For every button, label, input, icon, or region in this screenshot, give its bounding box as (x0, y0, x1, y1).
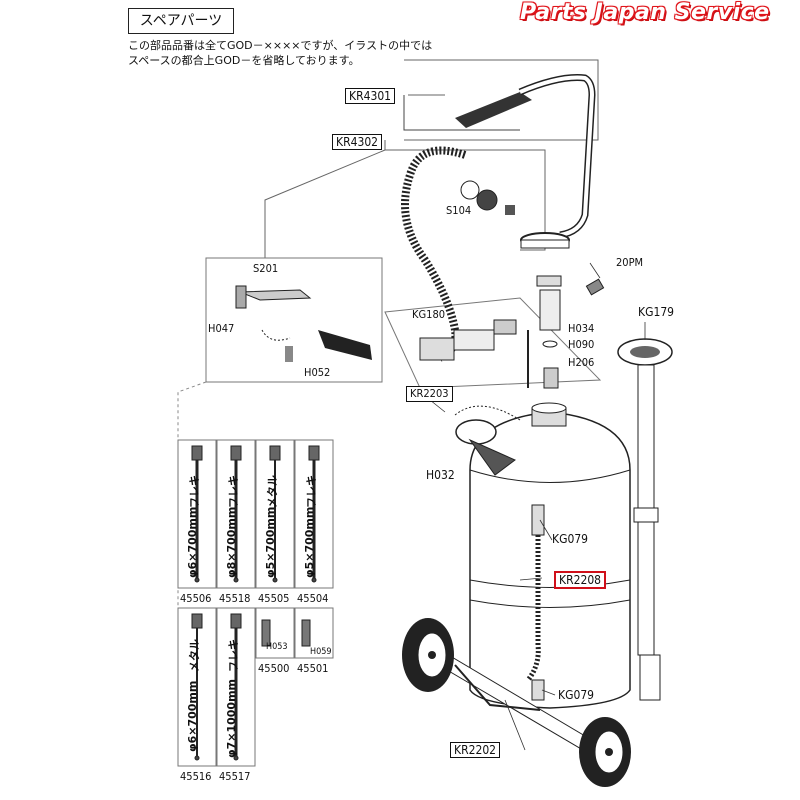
fitting-20pm (585, 278, 605, 296)
hose-45516-drawing (191, 613, 203, 761)
spray-gun-s201 (235, 285, 372, 362)
hose-45504-drawing (308, 445, 320, 583)
hose-45517-type: フレキ (227, 639, 240, 672)
gauge-s104 (460, 180, 515, 215)
nozzle-code-45501: 45501 (297, 662, 329, 675)
hose-code-45504: 45504 (297, 592, 329, 605)
label-kr2208: KR2208 (554, 571, 607, 589)
hose-45518-type: フレキ (227, 475, 240, 508)
dashed-connector (177, 381, 207, 690)
label-h047: H047 (208, 322, 235, 335)
kr4301-bracket (403, 95, 520, 131)
label-h206: H206 (568, 356, 595, 369)
label-kr4302: KR4302 (332, 134, 383, 150)
hose-45505-size: φ5×700mm (264, 506, 277, 578)
coil-hose-kr4302 (401, 146, 467, 362)
note-line-2: スペースの都合上GOD－を省略しております。 (128, 54, 360, 67)
hose-45516-type: メタル (188, 639, 201, 672)
hose-box-45504 (294, 439, 334, 589)
label-kr2202: KR2202 (450, 742, 501, 758)
hose-45506-type: フレキ (188, 475, 201, 508)
leader-lines (408, 94, 646, 751)
page-title: スペアパーツ (128, 8, 234, 34)
label-h032: H032 (426, 468, 455, 482)
hose-45517-size: φ7×1000mm (225, 678, 238, 758)
parts-japan-service-watermark: Parts Japan Service (520, 0, 770, 25)
label-kg180: KG180 (412, 308, 446, 321)
hose-45506-size: φ6×700mm (186, 506, 199, 578)
label-h090: H090 (568, 338, 595, 351)
kr4301-bracket-box (404, 59, 599, 141)
tank-fill-cap (531, 402, 567, 427)
hose-45506-drawing (191, 445, 203, 583)
label-s104: S104 (446, 204, 472, 217)
hose-45517-drawing (230, 613, 242, 761)
label-kr4301: KR4301 (345, 88, 396, 104)
cap-h032 (454, 405, 521, 476)
nozzle-box-45500 (255, 607, 295, 659)
label-kg179: KG179 (638, 305, 675, 319)
hose-box-45516 (177, 607, 217, 767)
nozzle-code-45500: 45500 (258, 662, 290, 675)
part-number-note: この部品品番は全てGOD－××××ですが、イラストの中では スペースの都合上GO… (128, 38, 432, 68)
label-20pm: 20PM (616, 256, 644, 269)
hose-box-45505 (255, 439, 295, 589)
label-h052: H052 (304, 366, 331, 379)
hose-code-45506: 45506 (180, 592, 212, 605)
nozzle-box-45501 (294, 607, 334, 659)
hose-code-45517: 45517 (219, 770, 251, 783)
tower-pipe-kg179 (617, 338, 673, 701)
kr4302-bracket (384, 140, 546, 251)
label-h059: H059 (310, 647, 332, 657)
hose-code-45505: 45505 (258, 592, 290, 605)
hose-45518-drawing (230, 445, 242, 583)
wheel-right (579, 717, 631, 787)
clamp (520, 232, 570, 249)
hose-45518-size: φ8×700mm (225, 506, 238, 578)
hose-box-45518 (216, 439, 256, 589)
sight-tube-kr2208 (526, 504, 545, 701)
kg180-box (384, 297, 602, 389)
connector-kg180 (419, 319, 517, 361)
hose-45505-type: メタル (266, 475, 279, 508)
label-s201: S201 (253, 262, 279, 275)
valve-stack (527, 275, 562, 389)
label-h053: H053 (266, 642, 288, 652)
nozzle-45500-drawing (261, 619, 271, 647)
label-kg079-bottom: KG079 (558, 688, 595, 702)
hose-45505-drawing (269, 445, 281, 583)
hose-code-45516: 45516 (180, 770, 212, 783)
label-h034: H034 (568, 322, 595, 335)
hose-45504-size: φ5×700mm (303, 506, 316, 578)
hose-code-45518: 45518 (219, 592, 251, 605)
hose-box-45517 (216, 607, 256, 767)
nozzle-45501-drawing (301, 619, 311, 647)
wheel-left (402, 618, 454, 692)
hose-box-45506 (177, 439, 217, 589)
s201-box (205, 257, 383, 383)
label-kr2203: KR2203 (406, 386, 453, 402)
label-kg079-top: KG079 (552, 532, 589, 546)
note-line-1: この部品品番は全てGOD－××××ですが、イラストの中では (128, 39, 433, 52)
handle-kr4301 (455, 74, 596, 239)
hose-45504-type: フレキ (305, 475, 318, 508)
hose-45516-size: φ6×700mm (186, 680, 199, 752)
